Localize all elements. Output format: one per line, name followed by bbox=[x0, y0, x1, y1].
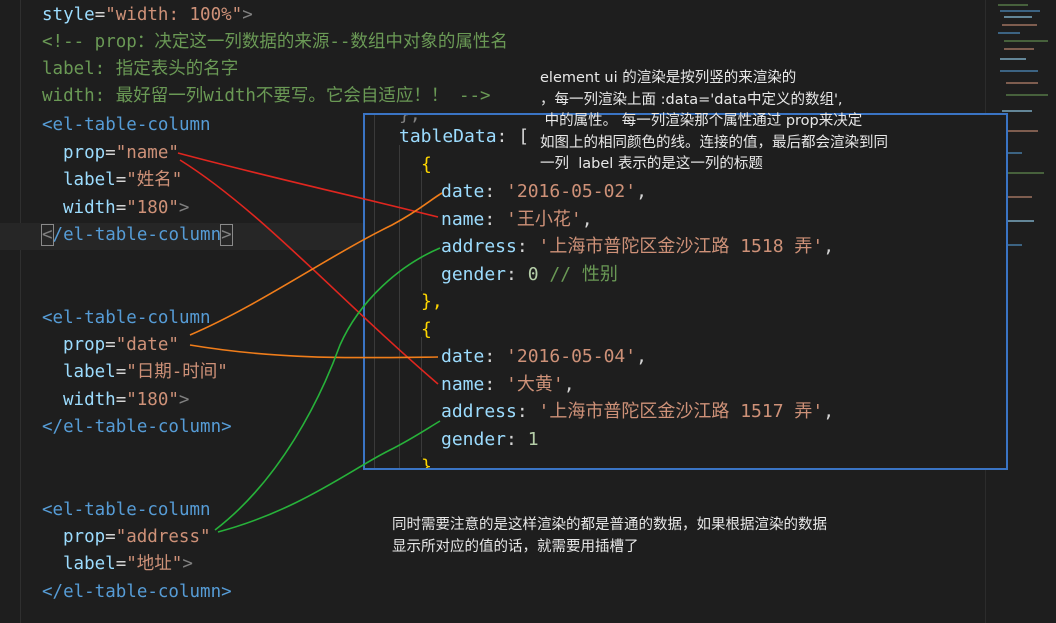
col2-open-tag: <el-table-column bbox=[42, 308, 211, 328]
minimap-line bbox=[1002, 24, 1037, 26]
minimap-line bbox=[1002, 130, 1038, 132]
minimap-line bbox=[998, 152, 1022, 154]
object-close-brace: } bbox=[421, 456, 432, 470]
comment-line-label: label: 指定表头的名字 bbox=[42, 59, 239, 79]
col2-label-attr: label="日期-时间" bbox=[63, 362, 228, 382]
row2-address: address: '上海市普陀区金沙江路 1517 弄', bbox=[441, 401, 835, 422]
minimap-line bbox=[1004, 172, 1044, 174]
annotation-note-bottom: 同时需要注意的是这样渲染的都是普通的数据，如果根据渲染的数据 显示所对应的值的话… bbox=[392, 517, 827, 555]
table-data-declaration: tableData: [ bbox=[399, 126, 530, 147]
col2-width-attr: width="180"> bbox=[63, 390, 190, 410]
code-line-style: style="width: 100%"> bbox=[42, 5, 253, 25]
row1-address: address: '上海市普陀区金沙江路 1518 弄', bbox=[441, 236, 835, 257]
indent-guide bbox=[399, 145, 400, 468]
minimap-line bbox=[1004, 16, 1032, 18]
row2-date: date: '2016-05-04', bbox=[441, 346, 647, 367]
minimap-line bbox=[1000, 244, 1022, 246]
col1-prop-attr: prop="name" bbox=[63, 143, 179, 163]
minimap-line bbox=[998, 32, 1020, 34]
code-fragment: }, bbox=[399, 113, 421, 125]
annotation-note-top: element ui 的渲染是按列竖的来渲染的 ，每一列渲染上面 :data='… bbox=[540, 70, 888, 172]
col3-close-tag: </el-table-column> bbox=[42, 582, 232, 602]
object-open-brace: { bbox=[421, 319, 432, 340]
comment-line-prop: <!-- prop：决定这一列数据的来源--数组中对象的属性名 bbox=[42, 32, 508, 52]
col1-open-tag: <el-table-column bbox=[42, 115, 211, 135]
minimap-line bbox=[1002, 110, 1032, 112]
indent-guide bbox=[421, 171, 422, 291]
col3-label-attr: label="地址"> bbox=[63, 554, 193, 574]
minimap-line bbox=[1000, 58, 1026, 60]
minimap-line bbox=[1004, 48, 1034, 50]
row1-date: date: '2016-05-02', bbox=[441, 181, 647, 202]
table-data-snippet-panel: }, tableData: [ { date: '2016-05-02', na… bbox=[363, 113, 1008, 470]
col1-label-attr: label="姓名" bbox=[63, 170, 183, 190]
row2-name: name: '大黄', bbox=[441, 374, 575, 395]
row1-name: name: '王小花', bbox=[441, 209, 593, 230]
minimap-line bbox=[1000, 220, 1034, 222]
indent-guide bbox=[421, 337, 422, 457]
object-open-brace: { bbox=[421, 154, 432, 175]
comment-line-width: width: 最好留一列width不要写。它会自适应！！ --> bbox=[42, 86, 491, 106]
minimap-line bbox=[998, 4, 1028, 6]
minimap-line bbox=[1000, 70, 1038, 72]
object-close-brace: }, bbox=[421, 291, 443, 312]
indent-guide bbox=[374, 115, 375, 468]
col3-prop-attr: prop="address" bbox=[63, 527, 211, 547]
row2-gender: gender: 1 bbox=[441, 429, 539, 450]
col2-close-tag: </el-table-column> bbox=[42, 417, 232, 437]
minimap-line bbox=[1000, 10, 1040, 12]
col2-prop-attr: prop="date" bbox=[63, 335, 179, 355]
col1-width-attr: width="180"> bbox=[63, 198, 190, 218]
row1-gender: gender: 0 // 性别 bbox=[441, 264, 618, 285]
minimap-line bbox=[1004, 40, 1048, 42]
col1-close-tag: </el-table-column> bbox=[41, 224, 233, 246]
minimap-line bbox=[1006, 82, 1038, 84]
minimap-line bbox=[1006, 94, 1048, 96]
col3-open-tag: <el-table-column bbox=[42, 500, 211, 520]
indent-guide bbox=[20, 0, 21, 623]
minimap-line bbox=[1004, 196, 1032, 198]
